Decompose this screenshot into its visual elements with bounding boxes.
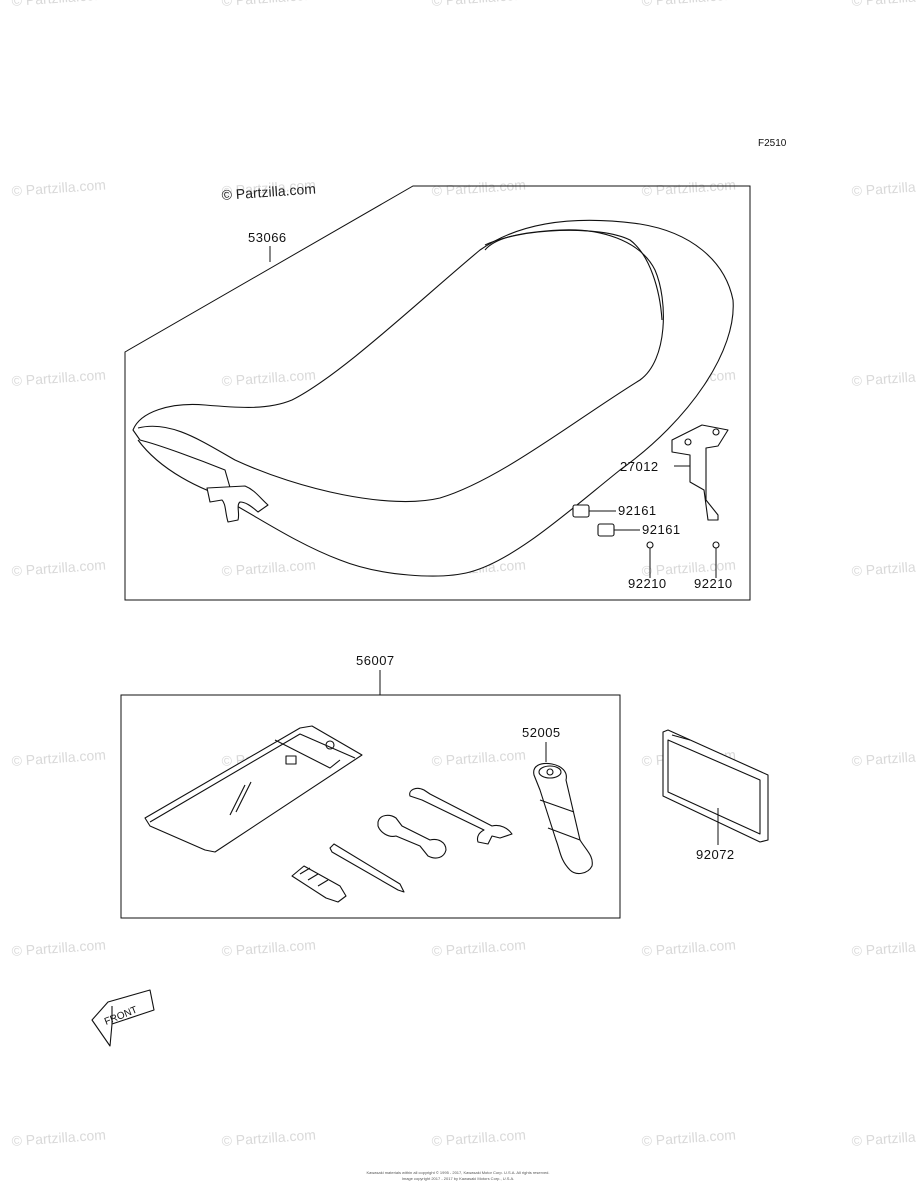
watermark-text: © Partzilla.com (221, 176, 316, 199)
tool-kit-group: 56007 (120, 653, 621, 919)
part-label-53066: 53066 (248, 230, 287, 245)
part-label-56007: 56007 (356, 653, 395, 668)
watermark-text: © Partzilla.com (431, 0, 526, 9)
watermark-text: © Partzilla.com (11, 556, 106, 579)
screwdriver-handle-illustration (291, 865, 347, 903)
watermark-text: © Partzilla.com (851, 0, 917, 9)
screw-b-illustration (712, 541, 720, 549)
label-part-group: 92072 (662, 729, 769, 862)
watermark-text: © Partzilla.com (851, 1126, 917, 1149)
seat-illustration (132, 219, 734, 577)
seat-group: 27012 92161 92161 92210 92210 53066 (124, 185, 751, 601)
watermark-text: © Partzilla.com (641, 0, 736, 9)
part-label-52005: 52005 (522, 725, 561, 740)
part-label-92161-b: 92161 (642, 522, 681, 537)
watermark-text: © Partzilla.com (431, 176, 526, 199)
watermark-text: © Partzilla.com (641, 936, 736, 959)
wrench-2-illustration (377, 814, 447, 859)
part-label-92210-a: 92210 (628, 576, 667, 591)
watermark-text: © Partzilla.com (221, 556, 316, 579)
watermark-text: © Partzilla.com (11, 366, 106, 389)
watermark-text: © Partzilla.com (641, 556, 736, 579)
grease-gun-illustration (533, 762, 593, 875)
brand-watermark: © Partzilla.com (221, 180, 316, 203)
copyright-line-2: Image copyright 2017 - 2017 by Kawasaki … (402, 1176, 515, 1181)
part-label-92161-a: 92161 (618, 503, 657, 518)
watermark-text: © Partzilla.com (11, 176, 106, 199)
watermark-text: © Partzilla.com (431, 1126, 526, 1149)
wrench-1-illustration (409, 787, 513, 845)
part-label-27012: 27012 (620, 459, 659, 474)
watermark-text: © Partzilla.com (221, 936, 316, 959)
seat-group-outline (124, 185, 751, 601)
watermark-text: © Partzilla.com (431, 936, 526, 959)
watermark-text: © Partzilla.com (641, 1126, 736, 1149)
tool-kit-outline (120, 694, 621, 919)
watermark-grid: © Partzilla.com© Partzilla.com© Partzill… (11, 0, 917, 1149)
label-card-illustration (662, 729, 769, 843)
tool-bag-illustration (144, 725, 363, 853)
watermark-text: © Partzilla.com (11, 746, 106, 769)
watermark-text: © Partzilla.com (221, 0, 316, 9)
front-arrow-icon: FRONT (91, 989, 155, 1047)
watermark-text: © Partzilla.com (851, 556, 917, 579)
copyright-line-1: Kawasaki materials within all copyright … (366, 1170, 549, 1175)
watermark-text: © Partzilla.com (11, 0, 106, 9)
cushion-b-illustration (597, 523, 615, 537)
cushion-a-illustration (572, 504, 590, 518)
watermark-text: © Partzilla.com (641, 176, 736, 199)
watermark-text: © Partzilla.com (11, 936, 106, 959)
watermark-text: © Partzilla.com (221, 1126, 316, 1149)
watermark-text: © Partzilla.com (851, 936, 917, 959)
screwdriver-illustration (329, 843, 405, 893)
watermark-text: © Partzilla.com (221, 366, 316, 389)
watermark-text: © Partzilla.com (431, 746, 526, 769)
part-label-92210-b: 92210 (694, 576, 733, 591)
watermark-text: © Partzilla.com (851, 176, 917, 199)
watermark-text: © Partzilla.com (851, 746, 917, 769)
figure-code: F2510 (758, 138, 787, 149)
seat-bracket-illustration (671, 424, 729, 521)
part-label-92072: 92072 (696, 847, 735, 862)
watermark-text: © Partzilla.com (851, 366, 917, 389)
watermark-text: © Partzilla.com (11, 1126, 106, 1149)
screw-a-illustration (646, 541, 654, 549)
